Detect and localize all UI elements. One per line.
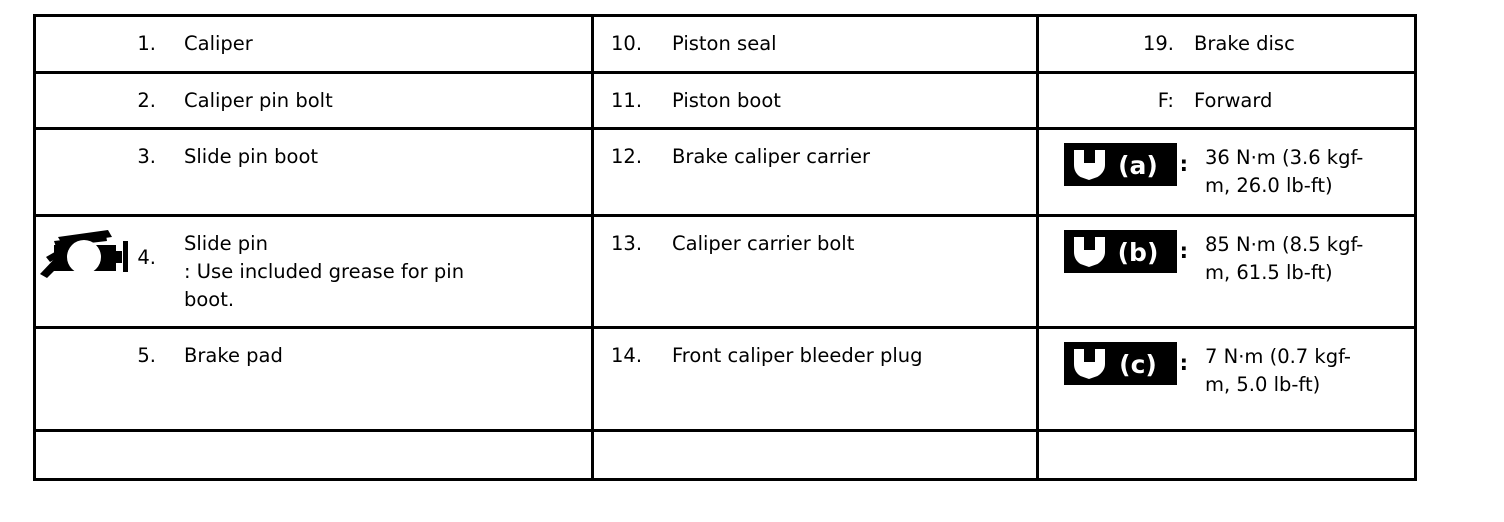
table-row: 1. Caliper 10. Piston seal — [33, 14, 1417, 74]
torque-badge-group: (a) : — [1039, 143, 1194, 187]
legend-cell-left-4: 4. Slide pin : Use included grease for p… — [33, 214, 594, 330]
torque-value: 36 N·m (3.6 kgf- m, 26.0 lb-ft) — [1194, 143, 1414, 199]
legend-cell-left-5: 5. Brake pad — [33, 326, 594, 433]
item-label: Piston boot — [672, 88, 781, 112]
torque-spec-row: (a) : 36 N·m (3.6 kgf- m, 26.0 lb-ft) — [1039, 143, 1414, 199]
item-number: 11. — [611, 88, 643, 112]
item-number: 12. — [611, 145, 643, 169]
item-label: Caliper pin bolt — [184, 88, 333, 112]
item-number: 4. — [137, 246, 156, 270]
slide-pin-label-line1: Slide pin — [184, 232, 268, 256]
torque-value-line1: 36 N·m (3.6 kgf- — [1205, 146, 1364, 170]
legend-cell-right-5: (c) : 7 N·m (0.7 kgf- m, 5.0 lb-ft) — [1036, 326, 1417, 433]
legend-cell-middle-3: 12. Brake caliper carrier — [591, 127, 1039, 218]
legend-cell-middle-6 — [591, 429, 1039, 482]
item-label: Brake pad — [184, 344, 283, 368]
legend-cell-left-3: 3. Slide pin boot — [33, 127, 594, 218]
item-label: Brake caliper carrier — [672, 145, 871, 169]
item-label: Slide pin : Use included grease for pin … — [184, 230, 591, 313]
torque-value-line1: 85 N·m (8.5 kgf- — [1205, 233, 1364, 257]
legend-cell-right-6 — [1036, 429, 1417, 482]
wrench-icon: (a) — [1074, 149, 1158, 180]
item-number: 3. — [137, 145, 156, 169]
item-number: 1. — [137, 32, 156, 55]
table-row — [33, 429, 1417, 482]
item-number: 10. — [611, 32, 643, 55]
legend-item: 1. Caliper — [36, 30, 591, 58]
legend-item: 3. Slide pin boot — [36, 143, 591, 171]
legend-item: F: Forward — [1039, 87, 1414, 115]
item-label: Brake disc — [1194, 32, 1295, 55]
legend-cell-middle-2: 11. Piston boot — [591, 70, 1039, 131]
direction-key: F: — [1157, 88, 1174, 112]
item-label: Caliper — [184, 32, 253, 55]
legend-item: 14. Front caliper bleeder plug — [594, 342, 1036, 370]
torque-value: 7 N·m (0.7 kgf- m, 5.0 lb-ft) — [1194, 342, 1414, 398]
slide-pin-label-line3: boot. — [184, 287, 235, 311]
wrench-icon: (c) — [1074, 348, 1157, 379]
badge-colon: : — [1179, 239, 1188, 264]
wrench-icon: (b) — [1074, 236, 1159, 267]
legend-cell-right-1: 19. Brake disc — [1036, 14, 1417, 74]
legend-cell-left-1: 1. Caliper — [33, 14, 594, 74]
item-number: 13. — [611, 232, 643, 256]
badge-letter: (c) — [1119, 350, 1157, 379]
item-label: Slide pin boot — [184, 145, 319, 169]
legend-cell-left-2: 2. Caliper pin bolt — [33, 70, 594, 131]
badge-letter: (b) — [1118, 238, 1159, 267]
legend-cell-right-3: (a) : 36 N·m (3.6 kgf- m, 26.0 lb-ft) — [1036, 127, 1417, 218]
direction-label: Forward — [1194, 88, 1273, 112]
legend-table: 1. Caliper 10. Piston seal — [33, 14, 1417, 482]
item-label: Front caliper bleeder plug — [672, 344, 923, 368]
badge-colon: : — [1179, 351, 1188, 376]
item-number: 5. — [137, 344, 156, 368]
legend-cell-right-4: (b) : 85 N·m (8.5 kgf- m, 61.5 lb-ft) — [1036, 214, 1417, 330]
legend-cell-right-2: F: Forward — [1036, 70, 1417, 131]
torque-value-line1: 7 N·m (0.7 kgf- — [1205, 345, 1351, 369]
torque-value: 85 N·m (8.5 kgf- m, 61.5 lb-ft) — [1194, 230, 1414, 286]
badge-letter: (a) — [1118, 151, 1158, 180]
grease-icon — [34, 227, 136, 281]
torque-value-line2: m, 61.5 lb-ft) — [1205, 261, 1333, 285]
item-number: 14. — [611, 344, 643, 368]
legend-cell-middle-1: 10. Piston seal — [591, 14, 1039, 74]
legend-cell-middle-5: 14. Front caliper bleeder plug — [591, 326, 1039, 433]
table-row: 4. Slide pin : Use included grease for p… — [33, 214, 1417, 330]
torque-value-line2: m, 26.0 lb-ft) — [1205, 174, 1333, 198]
legend-item: 12. Brake caliper carrier — [594, 143, 1036, 171]
legend-item: 11. Piston boot — [594, 87, 1036, 115]
torque-badge-group: (b) : — [1039, 230, 1194, 274]
item-number: 19. — [1142, 32, 1174, 55]
slide-pin-key-group: 4. — [36, 230, 184, 281]
wrench-badge-a: (a) — [1063, 143, 1177, 187]
table-row: 5. Brake pad 14. Front caliper bleeder p… — [33, 326, 1417, 433]
legend-item: 19. Brake disc — [1039, 30, 1414, 58]
table-row: 3. Slide pin boot 12. Brake caliper carr… — [33, 127, 1417, 218]
torque-spec-row: (c) : 7 N·m (0.7 kgf- m, 5.0 lb-ft) — [1039, 342, 1414, 398]
torque-badge-group: (c) : — [1039, 342, 1194, 386]
legend-cell-left-6 — [33, 429, 594, 482]
legend-item: 13. Caliper carrier bolt — [594, 230, 1036, 258]
torque-spec-row: (b) : 85 N·m (8.5 kgf- m, 61.5 lb-ft) — [1039, 230, 1414, 286]
item-label: Piston seal — [672, 32, 777, 55]
legend-cell-middle-4: 13. Caliper carrier bolt — [591, 214, 1039, 330]
item-label: Caliper carrier bolt — [672, 232, 855, 256]
slide-pin-label-line2: : Use included grease for pin — [184, 260, 465, 284]
legend-item: 10. Piston seal — [594, 30, 1036, 58]
table-row: 2. Caliper pin bolt 11. Piston boot — [33, 70, 1417, 131]
torque-value-line2: m, 5.0 lb-ft) — [1205, 373, 1321, 397]
item-number: 2. — [137, 88, 156, 112]
legend-item: 2. Caliper pin bolt — [36, 87, 591, 115]
legend-item-slide-pin: 4. Slide pin : Use included grease for p… — [36, 230, 591, 313]
wrench-badge-c: (c) — [1063, 342, 1177, 386]
legend-item: 5. Brake pad — [36, 342, 591, 370]
badge-colon: : — [1179, 152, 1188, 177]
wrench-badge-b: (b) — [1063, 230, 1177, 274]
